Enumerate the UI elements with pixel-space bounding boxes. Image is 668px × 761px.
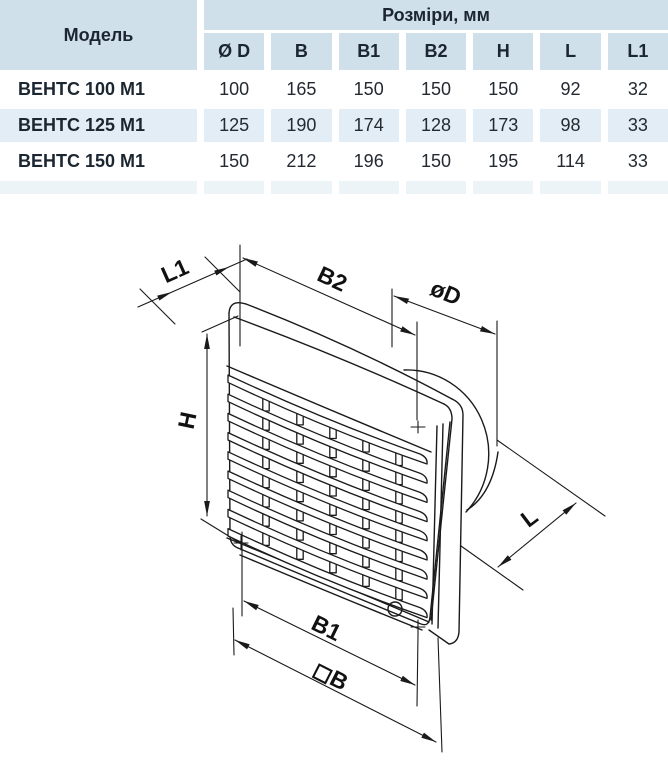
col-header-h: H bbox=[473, 33, 534, 70]
duct-flange bbox=[403, 369, 499, 513]
table-cell: 150 bbox=[338, 73, 399, 106]
table-strip bbox=[204, 181, 265, 194]
col-header-l1: L1 bbox=[607, 33, 668, 70]
model-header: Модель bbox=[0, 0, 197, 70]
table-strip bbox=[338, 181, 399, 194]
louver-grille bbox=[227, 374, 428, 619]
label-b2: B2 bbox=[314, 261, 352, 297]
table-cell: 196 bbox=[338, 145, 399, 178]
table-cell: 114 bbox=[540, 145, 601, 178]
table-strip bbox=[271, 181, 332, 194]
table-cell: 190 bbox=[271, 109, 332, 142]
table-strip bbox=[405, 181, 467, 194]
table-cell: 150 bbox=[405, 145, 467, 178]
label-l: L bbox=[516, 503, 543, 532]
table-cell: 195 bbox=[473, 145, 534, 178]
table-row-model: ВЕНТС 125 М1 bbox=[0, 109, 197, 142]
table-cell: 100 bbox=[204, 73, 265, 106]
table-cell: 98 bbox=[540, 109, 601, 142]
dimensions-table: Модель Розміри, мм Ø D B B1 B2 H L L1 ВЕ… bbox=[0, 0, 668, 194]
table-cell: 150 bbox=[204, 145, 265, 178]
table-cell: 92 bbox=[540, 73, 601, 106]
table-cell: 150 bbox=[473, 73, 534, 106]
fan-body bbox=[226, 301, 464, 645]
col-header-d: Ø D bbox=[204, 33, 265, 70]
sizes-header: Розміри, мм bbox=[204, 0, 668, 30]
label-l1: L1 bbox=[157, 253, 192, 288]
col-header-b1: B1 bbox=[338, 33, 399, 70]
dimension-h: H bbox=[173, 315, 241, 544]
label-b: ◻B bbox=[309, 656, 353, 695]
table-cell: 33 bbox=[607, 145, 668, 178]
label-diameter: øD bbox=[427, 275, 465, 311]
table-strip bbox=[540, 181, 601, 194]
table-cell: 150 bbox=[405, 73, 467, 106]
dimension-l: L bbox=[460, 439, 606, 591]
table-cell: 212 bbox=[271, 145, 332, 178]
table-strip bbox=[0, 181, 197, 194]
table-cell: 165 bbox=[271, 73, 332, 106]
col-header-b: B bbox=[271, 33, 332, 70]
table-cell: 33 bbox=[607, 109, 668, 142]
table-row-model: ВЕНТС 150 М1 bbox=[0, 145, 197, 178]
col-header-b2: B2 bbox=[405, 33, 467, 70]
label-h: H bbox=[173, 410, 202, 432]
table-cell: 174 bbox=[338, 109, 399, 142]
table-row-model: ВЕНТС 100 М1 bbox=[0, 73, 197, 106]
dimension-l1: L1 bbox=[137, 253, 248, 325]
label-b1: B1 bbox=[308, 610, 346, 646]
table-cell: 125 bbox=[204, 109, 265, 142]
fan-dimension-drawing: B2 øD L1 H L bbox=[137, 244, 606, 753]
col-header-l: L bbox=[540, 33, 601, 70]
table-cell: 173 bbox=[473, 109, 534, 142]
table-strip bbox=[607, 181, 668, 194]
table-cell: 128 bbox=[405, 109, 467, 142]
table-strip bbox=[473, 181, 534, 194]
table-cell: 32 bbox=[607, 73, 668, 106]
